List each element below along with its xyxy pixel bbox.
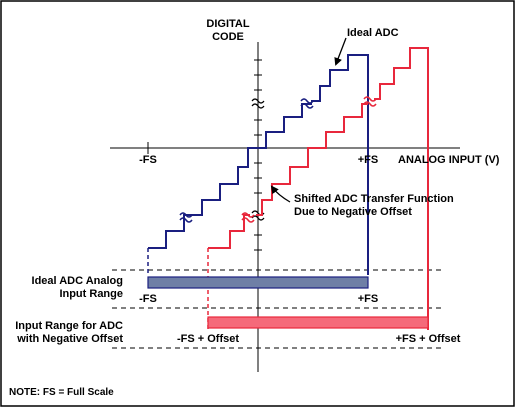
- ideal-adc-break: [179, 212, 193, 223]
- ideal-adc-label: Ideal ADC: [347, 27, 399, 39]
- ideal-adc-staircase-upper: [311, 54, 369, 275]
- ideal-adc-staircase-middle: [192, 103, 312, 216]
- shifted-adc-staircase-middle: [256, 103, 368, 216]
- shifted-adc-arrow: [270, 185, 291, 203]
- offset-range-label-line2: with Negative Offset: [16, 333, 123, 345]
- shifted-adc-break-upper: [363, 96, 377, 107]
- ideal-adc-arrow: [334, 37, 347, 66]
- offset-range-bar: [207, 316, 429, 329]
- offset-range-label-line1: Input Range for ADC: [15, 320, 123, 332]
- ideal-adc-break-upper: [300, 98, 314, 109]
- range-guide-lines: [112, 269, 445, 349]
- ideal-range-label-line1: Ideal ADC Analog: [32, 275, 123, 287]
- shifted-label-line1: Shifted ADC Transfer Function: [294, 193, 454, 205]
- shifted-adc-staircase-upper: [374, 47, 429, 330]
- ideal-range-left-label: -FS: [139, 293, 157, 305]
- offset-range-right-label: +FS + Offset: [396, 333, 461, 345]
- shifted-label-line2: Due to Negative Offset: [294, 206, 412, 218]
- shifted-adc-break: [241, 212, 255, 223]
- ideal-range-right-label: +FS: [358, 293, 378, 305]
- y-axis-break-top: [251, 98, 265, 109]
- neg-fs-label: -FS: [139, 154, 157, 166]
- note-label: NOTE: FS = Full Scale: [9, 387, 114, 398]
- ideal-range-bar: [147, 276, 369, 289]
- ideal-range-label-line2: Input Range: [59, 288, 123, 300]
- x-axis-label: ANALOG INPUT (V): [398, 154, 500, 166]
- ideal-adc-staircase-lower: [148, 214, 194, 249]
- y-axis-ticks: [254, 59, 262, 251]
- pos-fs-label: +FS: [358, 154, 378, 166]
- offset-range-left-label: -FS + Offset: [177, 333, 239, 345]
- shifted-adc-staircase-lower: [208, 214, 250, 249]
- y-axis-label-line1: DIGITAL: [206, 18, 249, 30]
- y-axis-label-line2: CODE: [212, 31, 244, 43]
